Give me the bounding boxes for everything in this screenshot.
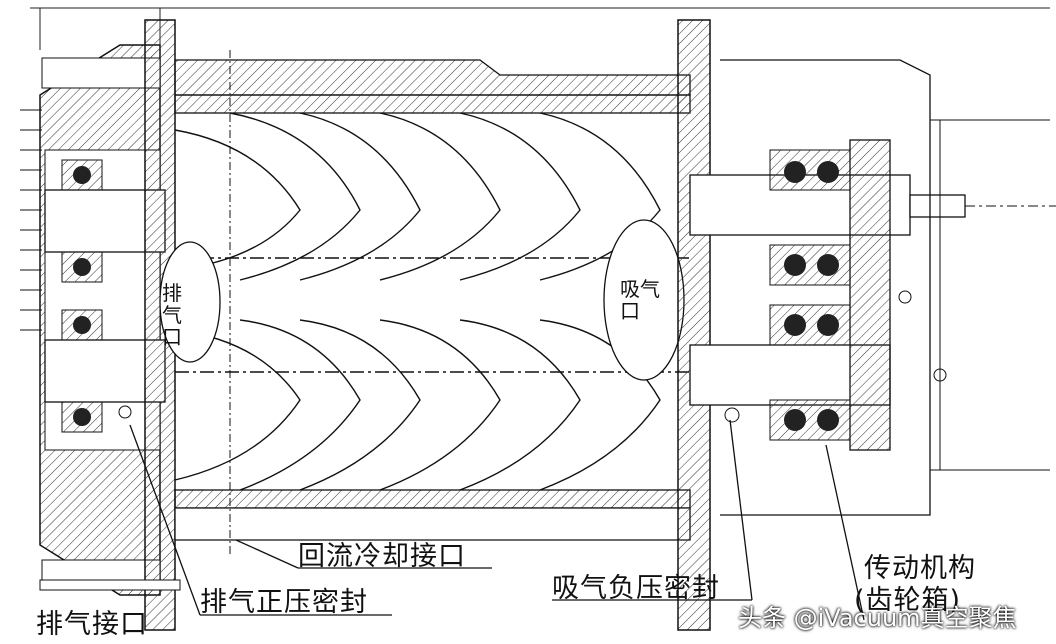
gearbox-label: (齿轮箱) (854, 585, 962, 616)
exhaust-connection-label: 排气接口 (36, 609, 148, 640)
reflux-cooling-port-label: 回流冷却接口 (298, 541, 466, 572)
suction-negative-seal-label: 吸气负压密封 (552, 573, 720, 604)
exhaust-connection-flange (39, 579, 181, 591)
leader-lines (129, 419, 865, 621)
suction-side-bearings (689, 149, 966, 441)
screw-rotors (174, 112, 690, 491)
watermark: 头条 @iVacuum真空聚焦 (738, 604, 1017, 632)
pump-casing (174, 50, 691, 555)
drive-mechanism-label: 传动机构 (864, 553, 976, 584)
exhaust-positive-seal-label: 排气正压密封 (200, 587, 368, 618)
gearbox-housing (720, 59, 1056, 516)
suction-flange (677, 19, 711, 631)
exhaust-port-ellipse (159, 241, 221, 363)
exhaust-port-inner-label: 排气口 (162, 281, 182, 349)
suction-port-inner-label: 吸气口 (620, 277, 660, 323)
